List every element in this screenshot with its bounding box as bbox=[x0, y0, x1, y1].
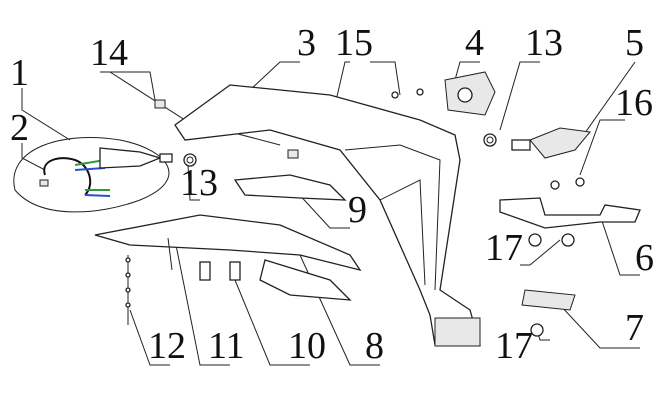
callout-4: 4 bbox=[465, 22, 484, 64]
callout-12: 12 bbox=[148, 325, 186, 367]
callout-14: 14 bbox=[90, 32, 128, 74]
callout-7: 7 bbox=[625, 307, 644, 349]
callout-9: 9 bbox=[348, 189, 367, 231]
tail-light-parts bbox=[183, 71, 591, 167]
callout-16: 16 bbox=[615, 82, 653, 124]
callout-1: 1 bbox=[10, 52, 29, 94]
callout-11: 11 bbox=[208, 325, 245, 367]
callout-3: 3 bbox=[297, 22, 316, 64]
callout-labels: 1 2 14 3 15 4 13 5 16 13 9 6 17 12 11 10… bbox=[10, 22, 654, 367]
rear-fender bbox=[154, 84, 481, 347]
wiring-harness bbox=[13, 136, 173, 213]
plate-bracket-parts bbox=[499, 177, 641, 337]
callout-8: 8 bbox=[365, 325, 384, 367]
leader-lines bbox=[21, 61, 640, 366]
callout-17: 17 bbox=[485, 227, 523, 269]
callout-13: 13 bbox=[525, 22, 563, 64]
callout-10: 10 bbox=[288, 325, 326, 367]
callout-17-b: 17 bbox=[495, 325, 533, 367]
callout-5: 5 bbox=[625, 22, 644, 64]
callout-15: 15 bbox=[335, 22, 373, 64]
callout-6: 6 bbox=[635, 237, 654, 279]
callout-13-b: 13 bbox=[180, 162, 218, 204]
bracket-parts bbox=[94, 174, 362, 325]
callout-2: 2 bbox=[10, 107, 29, 149]
